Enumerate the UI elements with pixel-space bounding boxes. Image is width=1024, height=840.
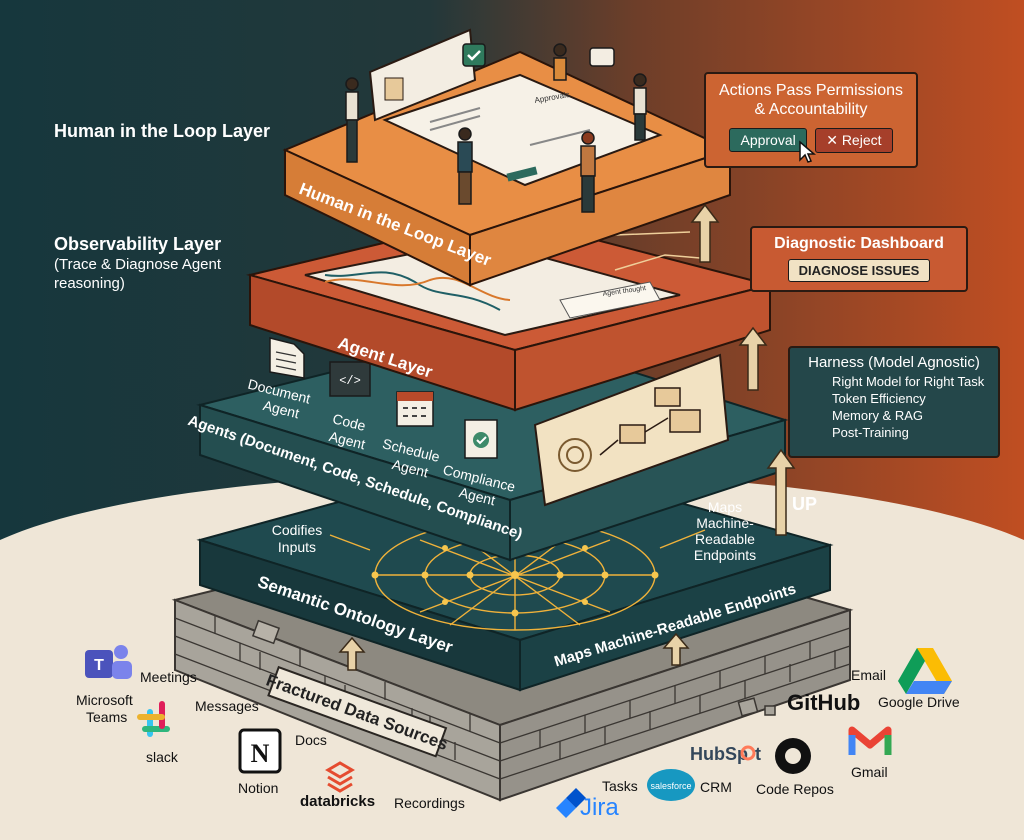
email-label: Email: [851, 667, 887, 683]
databricks-icon: [325, 761, 355, 793]
svg-text:GitHub: GitHub: [787, 690, 860, 715]
docs-label: Docs: [295, 732, 327, 748]
teams-label: Microsoft: [76, 692, 133, 708]
slack-icon: [137, 701, 170, 737]
github-logo: GitHub: [787, 690, 860, 715]
jira-label: Jira: [580, 794, 619, 821]
crm-label: CRM: [700, 779, 732, 795]
up-label: UP: [792, 494, 817, 514]
harness-item-model: Right Model for Right Task: [832, 374, 985, 389]
chat-bubble-icon: [589, 47, 615, 67]
github-octocat-icon: [775, 738, 811, 774]
human-layer-title: Human in the Loop Layer: [54, 121, 271, 141]
actions-callout: Actions Pass Permissions & Accountabilit…: [704, 72, 918, 168]
harness-item-post-training: Post-Training: [832, 425, 909, 440]
trace-arrows: [614, 231, 701, 271]
google-drive-icon: [898, 648, 952, 694]
svg-text:salesforce: salesforce: [650, 781, 691, 791]
recordings-label: Recordings: [394, 795, 465, 811]
profile-card: [368, 28, 486, 122]
observability-subtitle-1: (Trace & Diagnose Agent: [54, 256, 222, 273]
salesforce-icon: salesforce: [647, 769, 695, 801]
harness-item-tokens: Token Efficiency: [832, 391, 926, 406]
svg-text:Endpoints: Endpoints: [694, 547, 756, 563]
openai-knot-icon: [558, 438, 592, 472]
slack-label: slack: [146, 749, 178, 765]
diagnostic-callout-title: Diagnostic Dashboard: [774, 235, 944, 252]
model-block-icon: [619, 424, 646, 444]
diagnostic-callout: Diagnostic Dashboard DIAGNOSE ISSUES: [750, 226, 968, 292]
maps-endpoints-note: Maps Machine- Readable Endpoints: [694, 499, 756, 563]
human-loop-layer: Human in the Loop Layer Approvals: [282, 28, 733, 287]
svg-text:t: t: [755, 744, 761, 764]
svg-text:N: N: [251, 739, 270, 768]
google-drive-label: Google Drive: [878, 694, 960, 710]
svg-text:T: T: [94, 657, 104, 674]
messages-label: Messages: [195, 698, 259, 714]
svg-text:HubSp: HubSp: [690, 744, 748, 764]
codifies-inputs-note: Codifies Inputs: [272, 522, 323, 555]
clipboard-check-icon: [464, 419, 498, 459]
svg-text:Maps: Maps: [708, 499, 742, 515]
teams-icon: T: [85, 645, 132, 679]
code-icon: </>: [329, 361, 371, 397]
tasks-label: Tasks: [602, 778, 638, 794]
svg-text:Inputs: Inputs: [278, 539, 316, 555]
databricks-label: databricks: [300, 793, 376, 810]
svg-text:Codifies: Codifies: [272, 522, 323, 538]
actions-callout-title-1: Actions Pass Permissions: [718, 82, 904, 99]
reject-button[interactable]: ✕ Reject: [815, 128, 893, 153]
code-agent-label: Code: [331, 410, 368, 434]
notion-icon: N: [238, 728, 282, 774]
observability-layer: Agent Layer Agent thought: [246, 213, 771, 412]
observability-subtitle-2: reasoning): [54, 275, 125, 292]
harness-item-memory: Memory & RAG: [832, 408, 924, 423]
document-icon: [269, 337, 305, 379]
up-arrows-lower: [338, 632, 690, 671]
model-harness-panel: [533, 353, 730, 507]
observability-layer-title: Observability Layer: [54, 234, 222, 254]
cursor-icon: [799, 140, 816, 163]
meetings-label: Meetings: [140, 669, 197, 685]
gmail-icon: [848, 726, 892, 755]
check-badge-icon: [462, 43, 486, 67]
jira-icon: [556, 788, 586, 818]
diagnose-issues-button[interactable]: DIAGNOSE ISSUES: [787, 259, 931, 282]
actions-callout-title-2: & Accountability: [754, 101, 868, 118]
approval-button[interactable]: Approval: [729, 128, 807, 152]
trace-dashboard-screen: Agent thought: [304, 238, 681, 337]
teams-label-2: Teams: [86, 709, 128, 725]
source-icons: T N HubSp t salesforce GitHub: [85, 645, 952, 818]
notion-label: Notion: [238, 780, 279, 796]
gmail-label: Gmail: [851, 764, 888, 780]
agent-icons: </>: [269, 337, 498, 459]
hubspot-icon: HubSp t: [690, 744, 761, 764]
svg-text:Readable: Readable: [695, 531, 755, 547]
code-repos-label: Code Repos: [756, 781, 834, 797]
svg-text:</>: </>: [339, 374, 361, 388]
up-arrows-right: [690, 203, 796, 536]
svg-text:Machine-: Machine-: [696, 515, 754, 531]
harness-callout: Harness (Model Agnostic) Right Model for…: [788, 346, 1000, 458]
people-figures: [345, 43, 647, 213]
calendar-icon: [396, 391, 434, 427]
harness-title: Harness (Model Agnostic): [808, 354, 980, 371]
